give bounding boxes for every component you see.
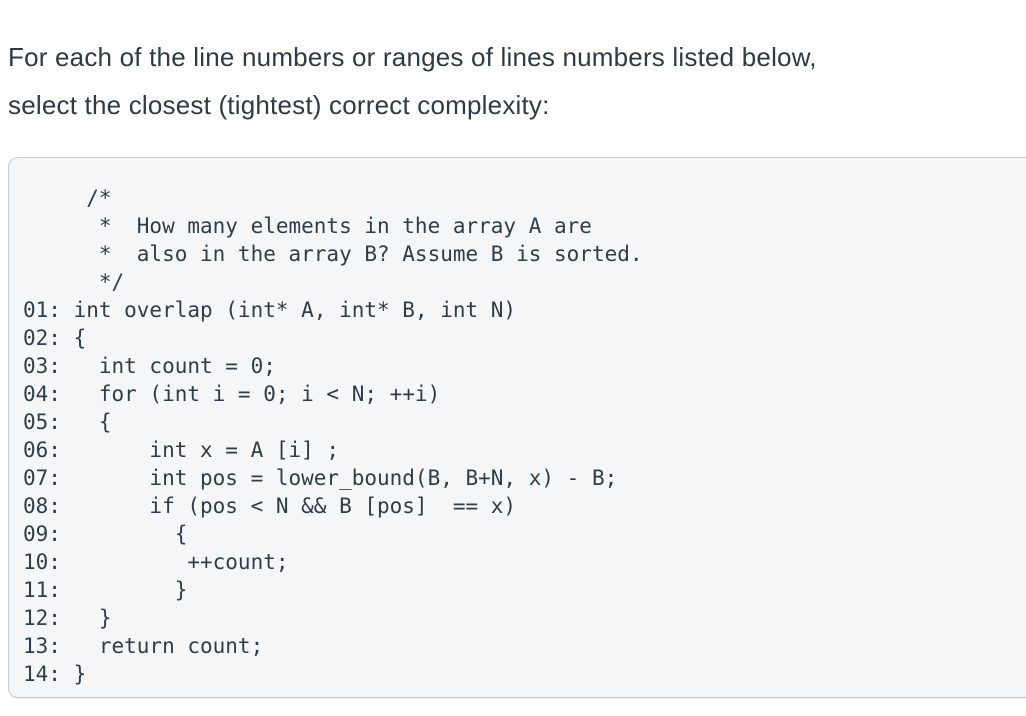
question-prompt-line-1: For each of the line numbers or ranges o… <box>8 42 817 72</box>
question-prompt: For each of the line numbers or ranges o… <box>8 33 817 129</box>
question-prompt-line-2: select the closest (tightest) correct co… <box>8 90 550 120</box>
code-listing: /* * How many elements in the array A ar… <box>23 186 643 686</box>
code-block-panel: /* * How many elements in the array A ar… <box>8 157 1026 698</box>
